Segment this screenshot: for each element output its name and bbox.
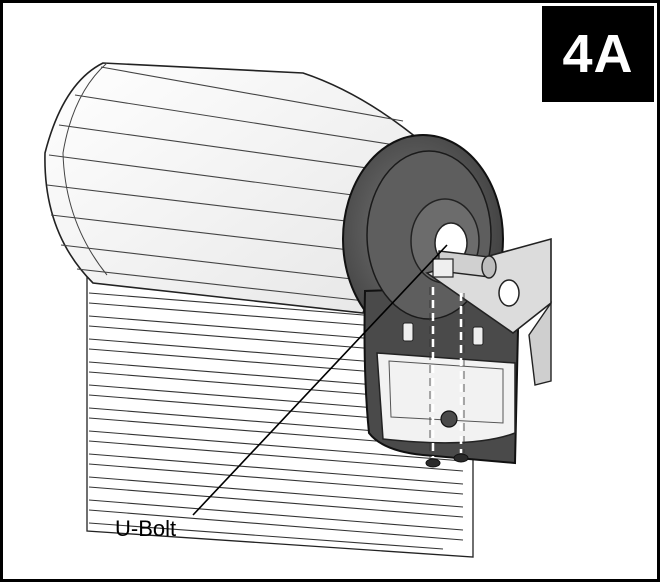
dashed-alignment-lines-outline bbox=[429, 287, 465, 458]
callout-leader-line bbox=[192, 244, 448, 516]
u-bolt bbox=[432, 250, 497, 279]
step-badge: 4A bbox=[542, 6, 654, 102]
roller-shutter-drawing bbox=[44, 62, 552, 558]
dashed-alignment-lines bbox=[431, 287, 463, 458]
rolled-drum bbox=[44, 62, 424, 314]
mounting-bolts bbox=[425, 453, 469, 468]
mounting-bracket bbox=[425, 237, 552, 386]
u-bolt-callout-label: U-Bolt bbox=[115, 516, 177, 541]
